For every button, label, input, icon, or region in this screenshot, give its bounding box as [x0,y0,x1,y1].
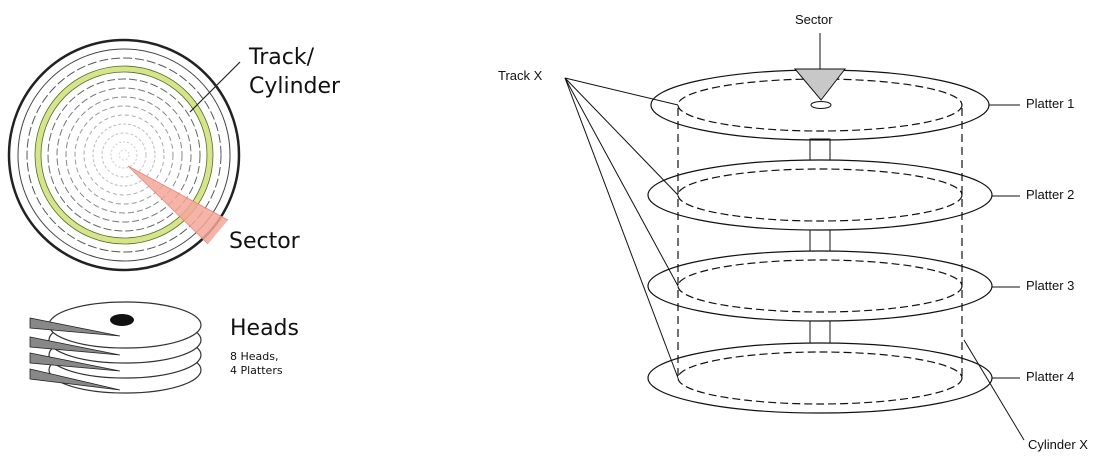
track-x-leader-line [564,77,679,106]
track-cylinder-label-line-1: Track/ [249,45,314,70]
track-ring [74,105,174,205]
heads-stack-illustration [29,301,202,394]
track-ring [110,141,138,169]
head-arm [29,317,121,337]
sector-label-left: Sector [229,229,300,254]
heads-label: Heads [230,316,299,341]
platter-1-label: Platter 1 [1026,96,1075,111]
heads-detail-line-2: 4 Platters [230,364,283,377]
sector-wedge [128,166,228,244]
platter-4-outline [647,342,993,414]
platter-4-label: Platter 4 [1026,369,1075,384]
sector-wedge-edge [127,165,229,221]
platter-top-view [7,38,241,272]
spindle-hub [110,314,134,326]
track-label-leader-line [189,61,241,113]
track-ring [101,132,147,178]
head-arm [29,336,121,356]
platter-2-track-x [677,168,963,222]
track-ring [26,57,222,253]
platter-4-track-x [677,351,963,405]
platter-3-outline [647,250,993,322]
sector-label-right: Sector [795,12,833,27]
track-ring [47,78,201,232]
sector-marker [793,68,847,101]
platter-3-track-x [677,259,963,313]
cylinder-x-label: Cylinder X [1028,437,1088,452]
platter-stack-3d [564,33,1025,441]
track-ring [92,123,156,187]
cylinder-x-leader-line [963,339,1025,441]
sector-marker-base [810,101,832,109]
track-ring [83,114,165,196]
highlighted-track-cylinder [35,66,213,244]
track-ring [65,96,183,214]
track-cylinder-label-line-2: Cylinder [249,74,341,99]
head-arm [29,368,121,391]
track-ring [56,87,192,223]
platter-rim [17,48,231,262]
track-x-label: Track X [498,68,543,83]
platter-2-label: Platter 2 [1026,187,1075,202]
platter-2-outline [647,159,993,231]
platter-3-label: Platter 3 [1026,278,1075,293]
highlighted-track-outer-edge [34,65,214,245]
heads-detail-line-1: 8 Heads, [230,350,279,363]
track-x-leader-line [564,77,679,196]
track-ring [118,149,130,161]
track-x-leader-line [564,77,679,287]
sector-wedge-edge [127,165,209,245]
head-arm [29,352,121,372]
track-x-leader-line [564,77,679,379]
highlighted-track-inner-edge [40,71,208,239]
